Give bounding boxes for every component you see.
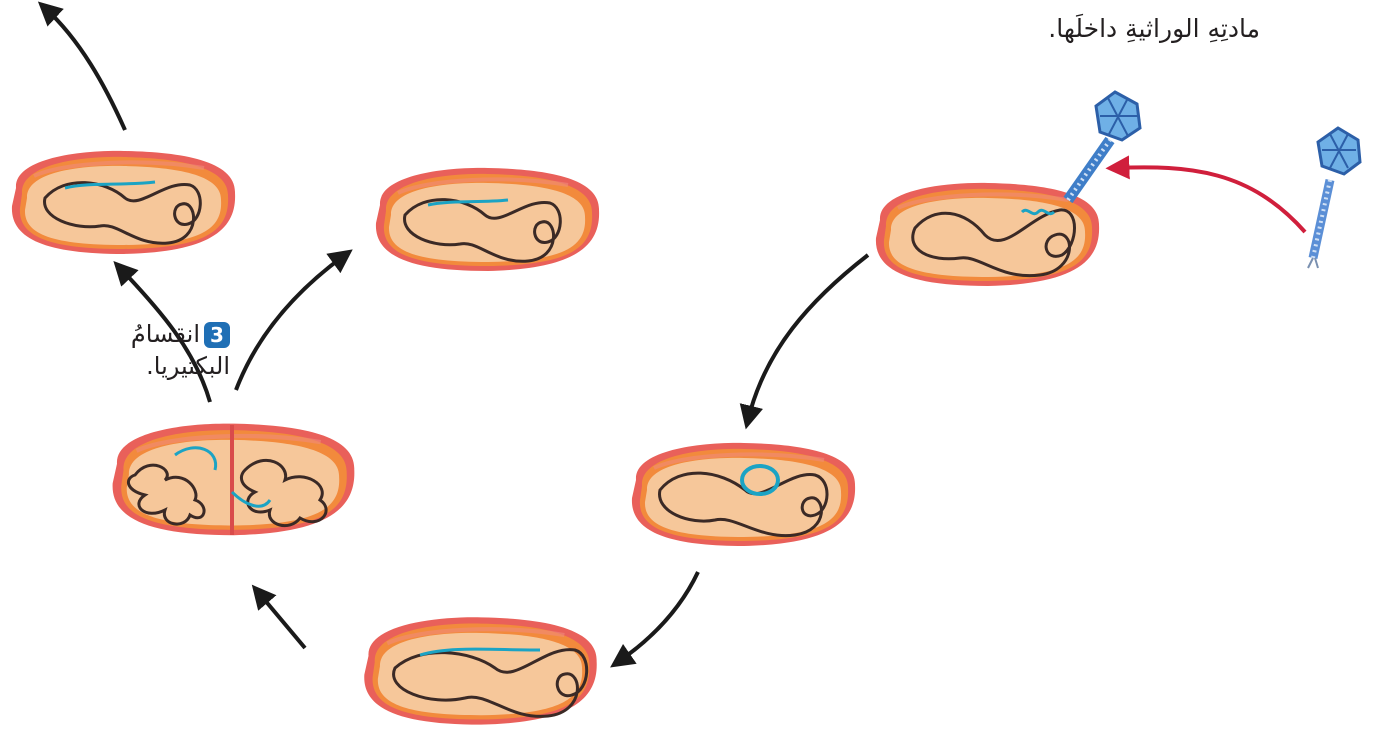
step-3-title: انقسامُ (131, 320, 200, 348)
step-3-badge: 3 (204, 322, 230, 348)
daughter-bacterium-right (376, 168, 599, 271)
top-caption: مادتِهِ الوراثيةِ داخلَها. (960, 14, 1260, 43)
free-bacteriophage (1308, 128, 1360, 268)
cycle-arrow-1 (748, 255, 868, 420)
bacterium-viral-dna-circle (632, 443, 855, 546)
bacterium-infected (876, 183, 1099, 286)
cycle-arrow-3 (258, 592, 305, 648)
step-3-line-1: 3انقسامُ (110, 318, 230, 350)
bacterium-prophage (364, 617, 596, 724)
bacterium-dividing (113, 424, 355, 536)
cycle-arrow-6 (45, 8, 125, 130)
injection-arrow (1115, 167, 1305, 232)
step-3-line-2: البكتيريا. (110, 350, 230, 382)
attached-bacteriophage (1068, 92, 1140, 200)
step-3-label: 3انقسامُ البكتيريا. (110, 318, 230, 382)
cycle-arrow-5 (236, 255, 345, 390)
daughter-bacterium-left (12, 151, 235, 254)
cycle-arrow-2 (618, 572, 698, 662)
